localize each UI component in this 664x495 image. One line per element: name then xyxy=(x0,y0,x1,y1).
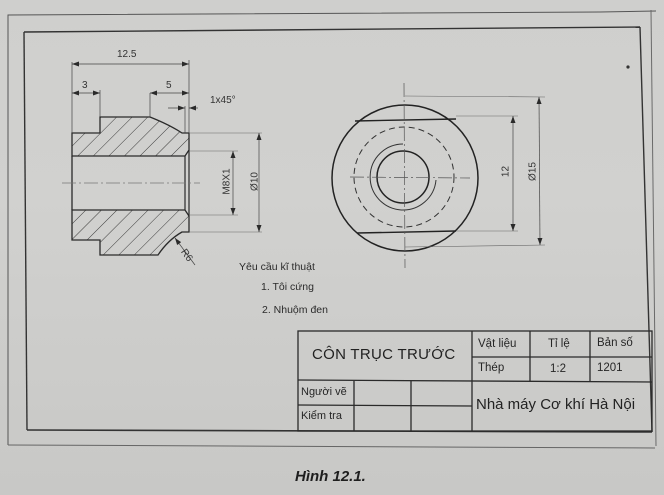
dim-overall-length: 12.5 xyxy=(117,49,137,60)
end-view xyxy=(331,82,546,269)
part-name: CÔN TRỤC TRƯỚC xyxy=(312,346,456,363)
dim-step-length: 3 xyxy=(82,80,88,91)
dim-outer-diameter: Ø15 xyxy=(527,162,539,181)
role-drawn-by: Người vẽ xyxy=(301,386,347,398)
dim-chamfer: 1x45° xyxy=(210,95,236,106)
outer-frame xyxy=(7,9,657,449)
value-material: Thép xyxy=(478,362,505,374)
header-material: Vật liệu xyxy=(478,338,517,350)
header-scale: Tỉ lệ xyxy=(548,338,570,350)
title-block-grid xyxy=(297,330,653,432)
header-drawing-no: Bản số xyxy=(597,337,633,349)
value-scale: 1:2 xyxy=(550,363,566,375)
figure-caption: Hình 12.1. xyxy=(295,468,366,485)
dim-thread: M8X1 xyxy=(221,168,233,195)
dim-flat-width: 12 xyxy=(500,165,512,178)
requirements-heading: Yêu cầu kĩ thuật xyxy=(239,261,315,273)
role-checked-by: Kiểm tra xyxy=(301,410,342,422)
factory-name: Nhà máy Cơ khí Hà Nội xyxy=(476,396,636,413)
requirement-item: 1. Tôi cứng xyxy=(261,281,314,293)
requirement-item: 2. Nhuộm đen xyxy=(262,304,328,316)
section-view xyxy=(62,60,262,266)
dim-diameter-10: Ø10 xyxy=(249,172,261,191)
value-drawing-no: 1201 xyxy=(597,362,623,374)
dim-recess-length: 5 xyxy=(166,80,172,91)
